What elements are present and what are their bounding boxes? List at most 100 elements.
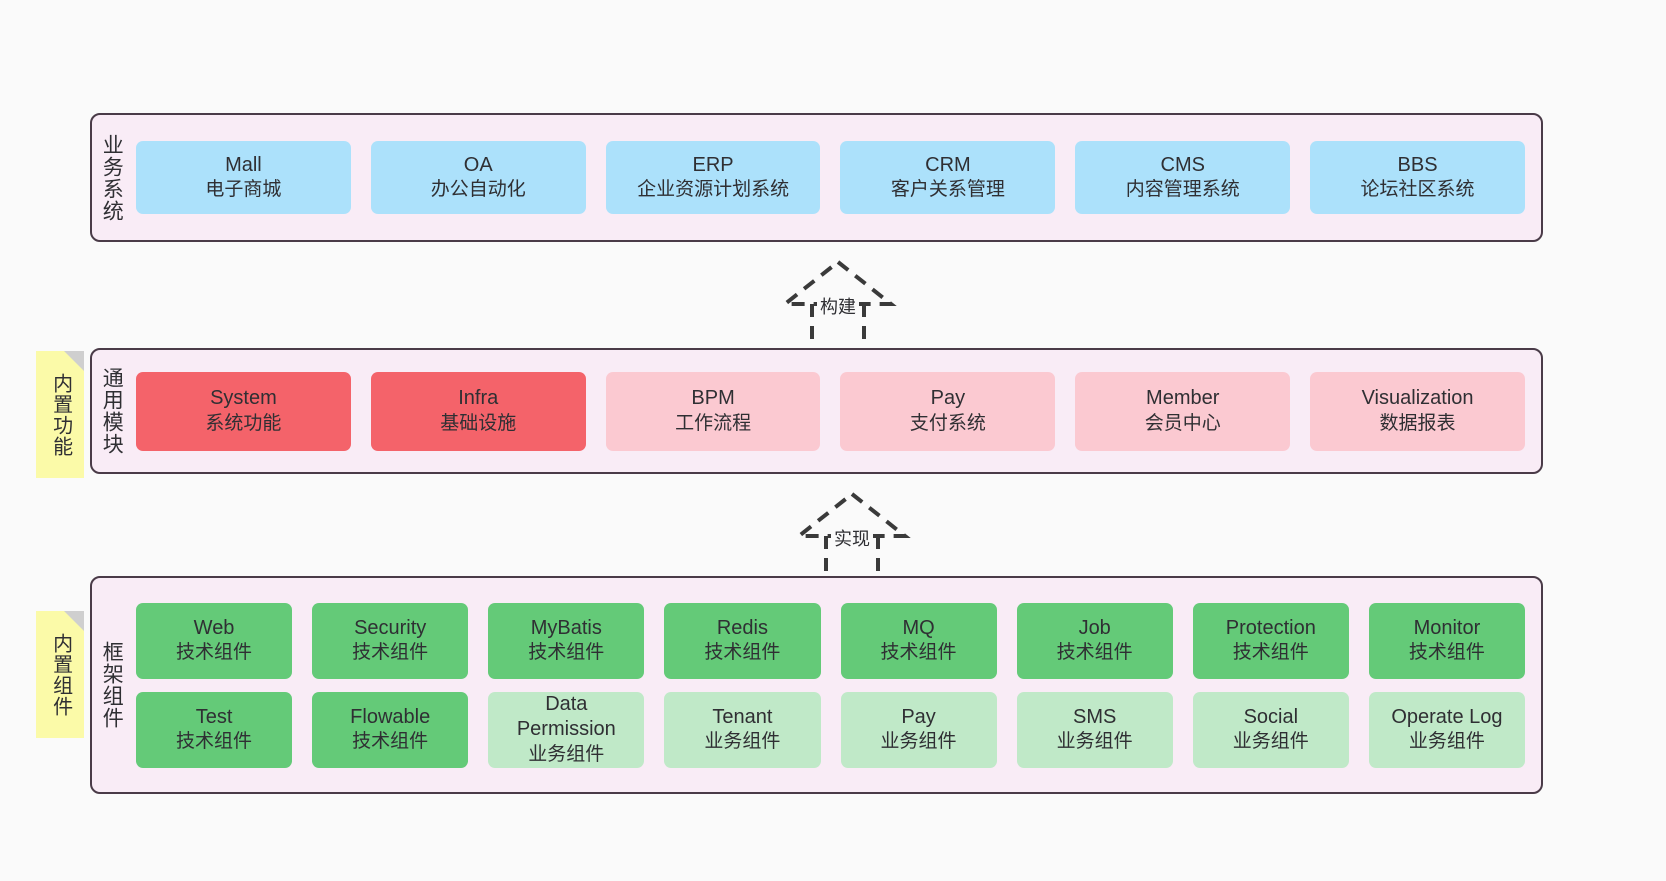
- note-fold-corner-icon: [64, 351, 84, 371]
- card-subtitle: 技术组件: [1232, 642, 1309, 664]
- card-cms[interactable]: CMS 内容管理系统: [1075, 141, 1291, 214]
- connector-label-build: 构建: [817, 297, 859, 318]
- card-subtitle: 技术组件: [176, 642, 253, 664]
- card-title: System: [210, 387, 277, 410]
- card-subtitle: 技术组件: [352, 642, 429, 664]
- card-subtitle: 工作流程: [675, 412, 752, 434]
- card-subtitle: 数据报表: [1379, 412, 1456, 434]
- card-title: Mall: [225, 153, 262, 176]
- card-flowable[interactable]: Flowable 技术组件: [312, 691, 469, 768]
- card-monitor[interactable]: Monitor 技术组件: [1368, 602, 1525, 679]
- card-title: Redis: [716, 616, 768, 639]
- card-protection[interactable]: Protection 技术组件: [1192, 602, 1349, 679]
- card-subtitle: 电子商城: [205, 179, 282, 201]
- card-member[interactable]: Member 会员中心: [1075, 371, 1291, 451]
- layer-title-framework-components: 框架组件: [100, 641, 124, 729]
- card-oa[interactable]: OA 办公自动化: [370, 141, 586, 214]
- card-subtitle: 业务组件: [1232, 731, 1309, 753]
- card-subtitle: 基础设施: [440, 412, 517, 434]
- card-job[interactable]: Job 技术组件: [1016, 602, 1173, 679]
- card-subtitle: 客户关系管理: [890, 179, 1005, 201]
- note-label: 内置功能: [49, 372, 72, 457]
- layer-framework-components[interactable]: 框架组件 Web 技术组件 Security 技术组件 MyBatis 技术组件…: [90, 576, 1543, 794]
- card-title: Operate Log: [1391, 705, 1503, 728]
- card-title: Visualization: [1361, 387, 1474, 410]
- card-title: MQ: [902, 616, 935, 639]
- layer-title-common-modules: 通用模块: [100, 367, 124, 455]
- card-subtitle: 业务组件: [880, 731, 957, 753]
- card-redis[interactable]: Redis 技术组件: [664, 602, 821, 679]
- card-mq[interactable]: MQ 技术组件: [840, 602, 997, 679]
- card-system[interactable]: System 系统功能: [136, 371, 351, 451]
- card-title: CRM: [925, 153, 971, 176]
- layer-common-modules[interactable]: 通用模块 System 系统功能 Infra 基础设施 BPM 工作流程 Pay…: [90, 348, 1543, 474]
- card-row: Web 技术组件 Security 技术组件 MyBatis 技术组件 Redi…: [136, 602, 1525, 679]
- card-bpm[interactable]: BPM 工作流程: [605, 371, 821, 451]
- card-title: CMS: [1160, 153, 1205, 176]
- card-row: Test 技术组件 Flowable 技术组件 Data Permission …: [136, 691, 1525, 768]
- card-title: Monitor: [1413, 616, 1481, 639]
- card-title: Social: [1243, 705, 1299, 728]
- card-title: BBS: [1397, 153, 1438, 176]
- card-visualization[interactable]: Visualization 数据报表: [1310, 371, 1525, 451]
- card-subtitle: 会员中心: [1144, 412, 1221, 434]
- card-subtitle: 技术组件: [1408, 642, 1485, 664]
- card-tenant[interactable]: Tenant 业务组件: [664, 691, 821, 768]
- card-infra[interactable]: Infra 基础设施: [370, 371, 586, 451]
- card-title: Pay: [901, 705, 936, 728]
- card-mybatis[interactable]: MyBatis 技术组件: [488, 602, 645, 679]
- card-security[interactable]: Security 技术组件: [312, 602, 469, 679]
- card-subtitle: 企业资源计划系统: [637, 179, 790, 201]
- card-bbs[interactable]: BBS 论坛社区系统: [1310, 141, 1525, 214]
- connector-label-implement: 实现: [831, 529, 873, 550]
- note-builtin-features[interactable]: 内置功能: [36, 351, 84, 478]
- note-builtin-components[interactable]: 内置组件: [36, 611, 84, 738]
- card-title: Member: [1146, 387, 1220, 410]
- layer-business-systems[interactable]: 业务系统 Mall 电子商城 OA 办公自动化 ERP 企业资源计划系统 CRM…: [90, 113, 1543, 242]
- card-title: MyBatis: [530, 616, 602, 639]
- layer-body-common-modules: System 系统功能 Infra 基础设施 BPM 工作流程 Pay 支付系统…: [130, 350, 1541, 472]
- card-title: SMS: [1073, 705, 1117, 728]
- card-data-permission[interactable]: Data Permission 业务组件: [488, 691, 645, 768]
- card-subtitle: 技术组件: [176, 731, 253, 753]
- card-mall[interactable]: Mall 电子商城: [136, 141, 351, 214]
- card-crm[interactable]: CRM 客户关系管理: [840, 141, 1056, 214]
- card-subtitle: 技术组件: [1056, 642, 1133, 664]
- card-title: OA: [463, 153, 493, 176]
- card-pay[interactable]: Pay 支付系统: [840, 371, 1056, 451]
- card-test[interactable]: Test 技术组件: [136, 691, 293, 768]
- card-title: Test: [195, 705, 233, 728]
- card-subtitle: 业务组件: [1056, 731, 1133, 753]
- card-subtitle: 技术组件: [352, 731, 429, 753]
- card-sms[interactable]: SMS 业务组件: [1016, 691, 1173, 768]
- connector-build: 构建: [763, 256, 913, 352]
- card-social[interactable]: Social 业务组件: [1192, 691, 1349, 768]
- card-row: Mall 电子商城 OA 办公自动化 ERP 企业资源计划系统 CRM 客户关系…: [136, 141, 1525, 214]
- card-web[interactable]: Web 技术组件: [136, 602, 293, 679]
- card-subtitle: 技术组件: [528, 642, 605, 664]
- note-fold-corner-icon: [64, 611, 84, 631]
- card-title: Protection: [1225, 616, 1316, 639]
- card-subtitle: 系统功能: [205, 412, 282, 434]
- card-title: ERP: [692, 153, 734, 176]
- card-subtitle: 业务组件: [704, 731, 781, 753]
- card-subtitle: 论坛社区系统: [1360, 179, 1475, 201]
- card-subtitle: 办公自动化: [430, 179, 526, 201]
- connector-implement: 实现: [777, 488, 927, 584]
- card-title: BPM: [691, 387, 735, 410]
- card-subtitle: 内容管理系统: [1125, 179, 1240, 201]
- card-title: Web: [193, 616, 235, 639]
- card-subtitle: 业务组件: [1408, 731, 1485, 753]
- layer-title-business-systems: 业务系统: [100, 133, 124, 222]
- card-title: Infra: [458, 387, 499, 410]
- card-title: Data Permission: [516, 692, 616, 741]
- card-title: Tenant: [712, 705, 773, 728]
- card-operate-log[interactable]: Operate Log 业务组件: [1368, 691, 1525, 768]
- card-subtitle: 技术组件: [704, 642, 781, 664]
- card-pay-business[interactable]: Pay 业务组件: [840, 691, 997, 768]
- card-title: Flowable: [350, 705, 431, 728]
- layer-body-business-systems: Mall 电子商城 OA 办公自动化 ERP 企业资源计划系统 CRM 客户关系…: [130, 115, 1541, 240]
- note-label: 内置组件: [49, 632, 72, 717]
- card-erp[interactable]: ERP 企业资源计划系统: [605, 141, 821, 214]
